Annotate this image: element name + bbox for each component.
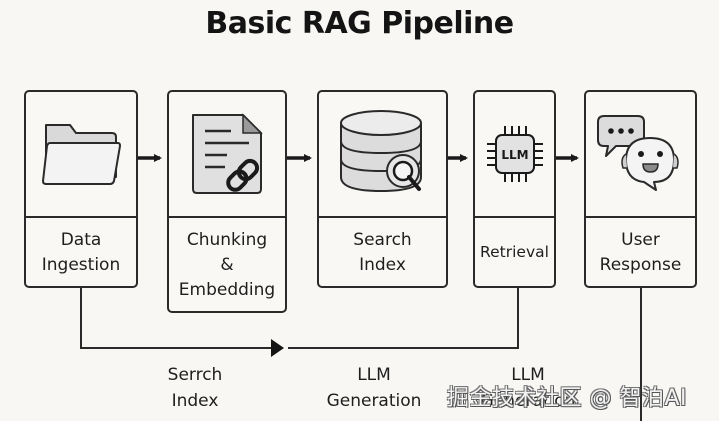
bottom-label-llm-generation: LLM Generation [316,362,432,414]
feedback-arrowhead [271,339,284,357]
label-line: Ingestion [41,255,121,275]
stage-data-ingestion[interactable]: Data Ingestion [24,90,138,288]
label-line: Response [599,255,682,275]
label-line: LLM [357,365,391,385]
label-line: Chunking [186,230,268,250]
document-link-icon [192,113,263,194]
stage-search-index[interactable]: Search Index [317,90,448,288]
label-line: User [621,230,660,250]
label-line: Generation [480,391,576,411]
label-line: & [220,255,234,275]
label-line: Data [60,230,102,250]
stage-label: User Response [586,218,695,278]
diagram-title: Basic RAG Pipeline [205,6,514,41]
llm-chip-text: LLM [501,148,528,162]
label-line: LLM [511,365,545,385]
stage-label: Retrieval [475,218,554,265]
label-line: Embedding [178,280,276,300]
label-line: Retrieval [480,243,549,261]
watermark: 掘金技术社区 @ 智泊AI [447,386,688,411]
stage-label: Data Ingestion [26,218,136,278]
llm-chip-icon: LLM [486,126,543,182]
feedback-line-right [288,288,519,349]
stage-chunking-embedding[interactable]: Chunking & Embedding [167,90,287,313]
bottom-label-llm-generation-2: LLM Generation [470,362,586,414]
label-line: Serrch [167,365,223,385]
label-line: Index [359,255,406,275]
stage-retrieval[interactable]: LLM Retrieval [473,90,556,288]
label-line: Generation [326,391,422,411]
label-line: Search [353,230,412,250]
folder-icon [42,124,121,185]
bottom-label-search-index: Serrch Index [150,362,240,414]
stage-user-response[interactable]: User Response [584,90,697,288]
label-line: Index [171,391,219,411]
database-search-icon [339,110,422,193]
stage-label: Search Index [319,218,446,278]
feedback-line-left [80,288,278,349]
stage-label: Chunking & Embedding [169,218,285,303]
chat-bot-icon [596,115,679,191]
